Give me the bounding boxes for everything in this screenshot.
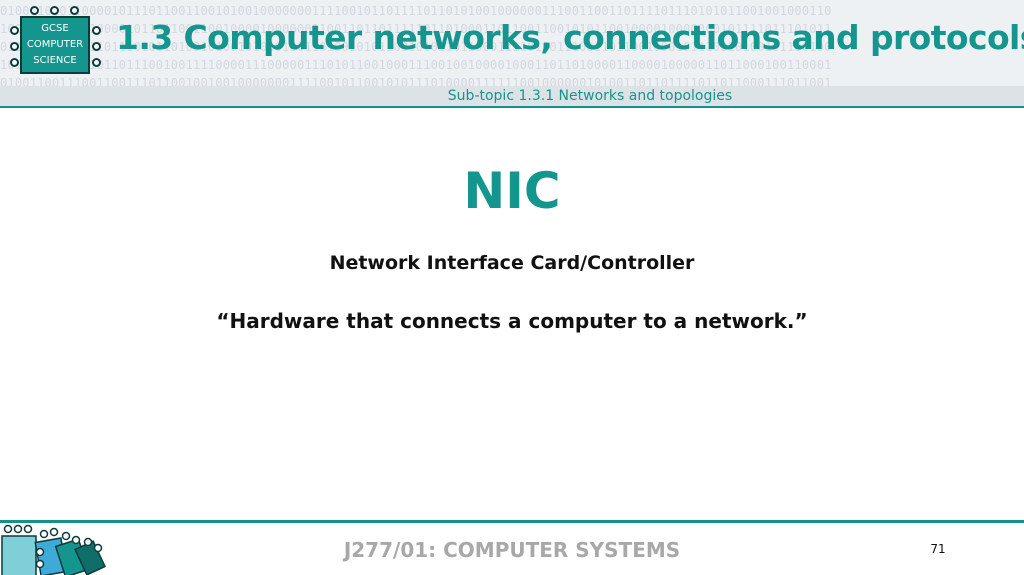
circuit-dot-icon (92, 26, 101, 35)
footer (0, 523, 1024, 575)
circuit-dot-icon (10, 26, 19, 35)
header: 0100110101100001011101100110010100100000… (0, 0, 1024, 108)
logo-line: SCIENCE (33, 55, 77, 66)
binary-background: 0100110101100001011101100110010100100000… (0, 2, 1024, 92)
footer-divider (0, 520, 1024, 523)
binary-row: 0100110101100001011101100110010100100000… (0, 4, 832, 18)
definition-quote: “Hardware that connects a computer to a … (216, 309, 808, 333)
subtopic-label: Sub-topic 1.3.1 Networks and topologies (447, 88, 733, 104)
page-number: 71 (930, 542, 946, 556)
gcse-logo: GCSE COMPUTER SCIENCE (6, 6, 104, 74)
circuit-dot-icon (10, 58, 19, 67)
page-title: 1.3 Computer networks, connections and p… (116, 18, 1024, 57)
subtopic-band (0, 86, 1024, 106)
footer-decoration-icon (1, 524, 106, 575)
circuit-dot-icon (92, 42, 101, 51)
header-divider (0, 106, 1024, 108)
binary-row: 1000100100101000010110110011001000010000… (0, 22, 832, 36)
acronym-expansion: Network Interface Card/Controller (329, 252, 695, 274)
binary-row: 0111001001101101110101101001010010100010… (0, 40, 832, 54)
slide-heading: NIC (463, 162, 561, 220)
logo-box: GCSE COMPUTER SCIENCE (20, 16, 90, 74)
circuit-dot-icon (50, 6, 59, 15)
circuit-dot-icon (70, 6, 79, 15)
binary-row: 1011011100111011011100100111100001110000… (0, 58, 832, 72)
footer-title: J277/01: COMPUTER SYSTEMS (343, 538, 681, 562)
logo-line: COMPUTER (26, 39, 84, 50)
circuit-dot-icon (30, 6, 39, 15)
circuit-dot-icon (92, 58, 101, 67)
logo-line: GCSE (41, 23, 69, 34)
circuit-dot-icon (10, 42, 19, 51)
